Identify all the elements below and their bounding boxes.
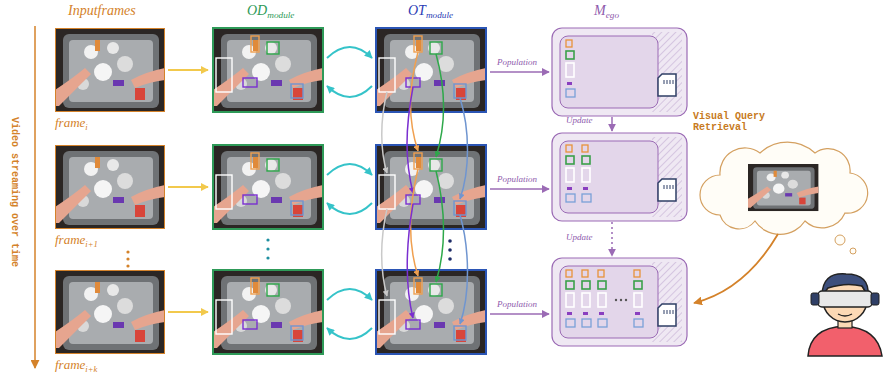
- subscript: module: [267, 10, 294, 20]
- label-text: OT: [408, 3, 426, 18]
- column-header: ODmodule: [247, 3, 294, 20]
- arrow-label: Population: [497, 57, 537, 67]
- node-text: frame: [55, 115, 85, 130]
- arrow-label: Update: [566, 115, 593, 125]
- frame-index: i+k: [85, 364, 97, 373]
- frame-index: i+1: [85, 239, 97, 249]
- subscript: ego: [606, 10, 619, 20]
- node-text: Visual Query Retrieval: [693, 111, 765, 133]
- label-text: Inputframes: [68, 3, 136, 18]
- node-caption: framei+k: [55, 357, 97, 373]
- axis-label: Video streaming over time: [9, 117, 20, 267]
- subscript: module: [426, 10, 453, 20]
- node-text: frame: [55, 232, 85, 247]
- arrow-label: Population: [497, 174, 537, 184]
- column-header: OTmodule: [408, 3, 453, 20]
- query-cloud: Visual Query Retrieval: [700, 142, 855, 224]
- label-text: Population: [497, 299, 537, 309]
- label-text: Update: [566, 115, 593, 125]
- arrow-label: Update: [566, 232, 593, 242]
- input-frame: framei: [55, 28, 165, 112]
- column-header: Mego: [594, 3, 619, 20]
- node-text: frame: [55, 357, 85, 372]
- label-text: Population: [497, 174, 537, 184]
- input-frame: framei+1: [55, 145, 165, 229]
- input-frame: framei+k: [55, 270, 165, 354]
- label-text: OD: [247, 3, 267, 18]
- label-text: M: [594, 3, 606, 18]
- label-text: Update: [566, 232, 593, 242]
- node-caption: framei+1: [55, 232, 98, 249]
- node-caption: Visual Query Retrieval: [693, 111, 803, 133]
- label-text: Video streaming over time: [9, 117, 20, 267]
- column-header: Inputframes: [68, 3, 136, 19]
- node-caption: framei: [55, 115, 88, 132]
- frame-index: i: [85, 122, 87, 132]
- arrow-label: Population: [497, 299, 537, 309]
- label-text: Population: [497, 57, 537, 67]
